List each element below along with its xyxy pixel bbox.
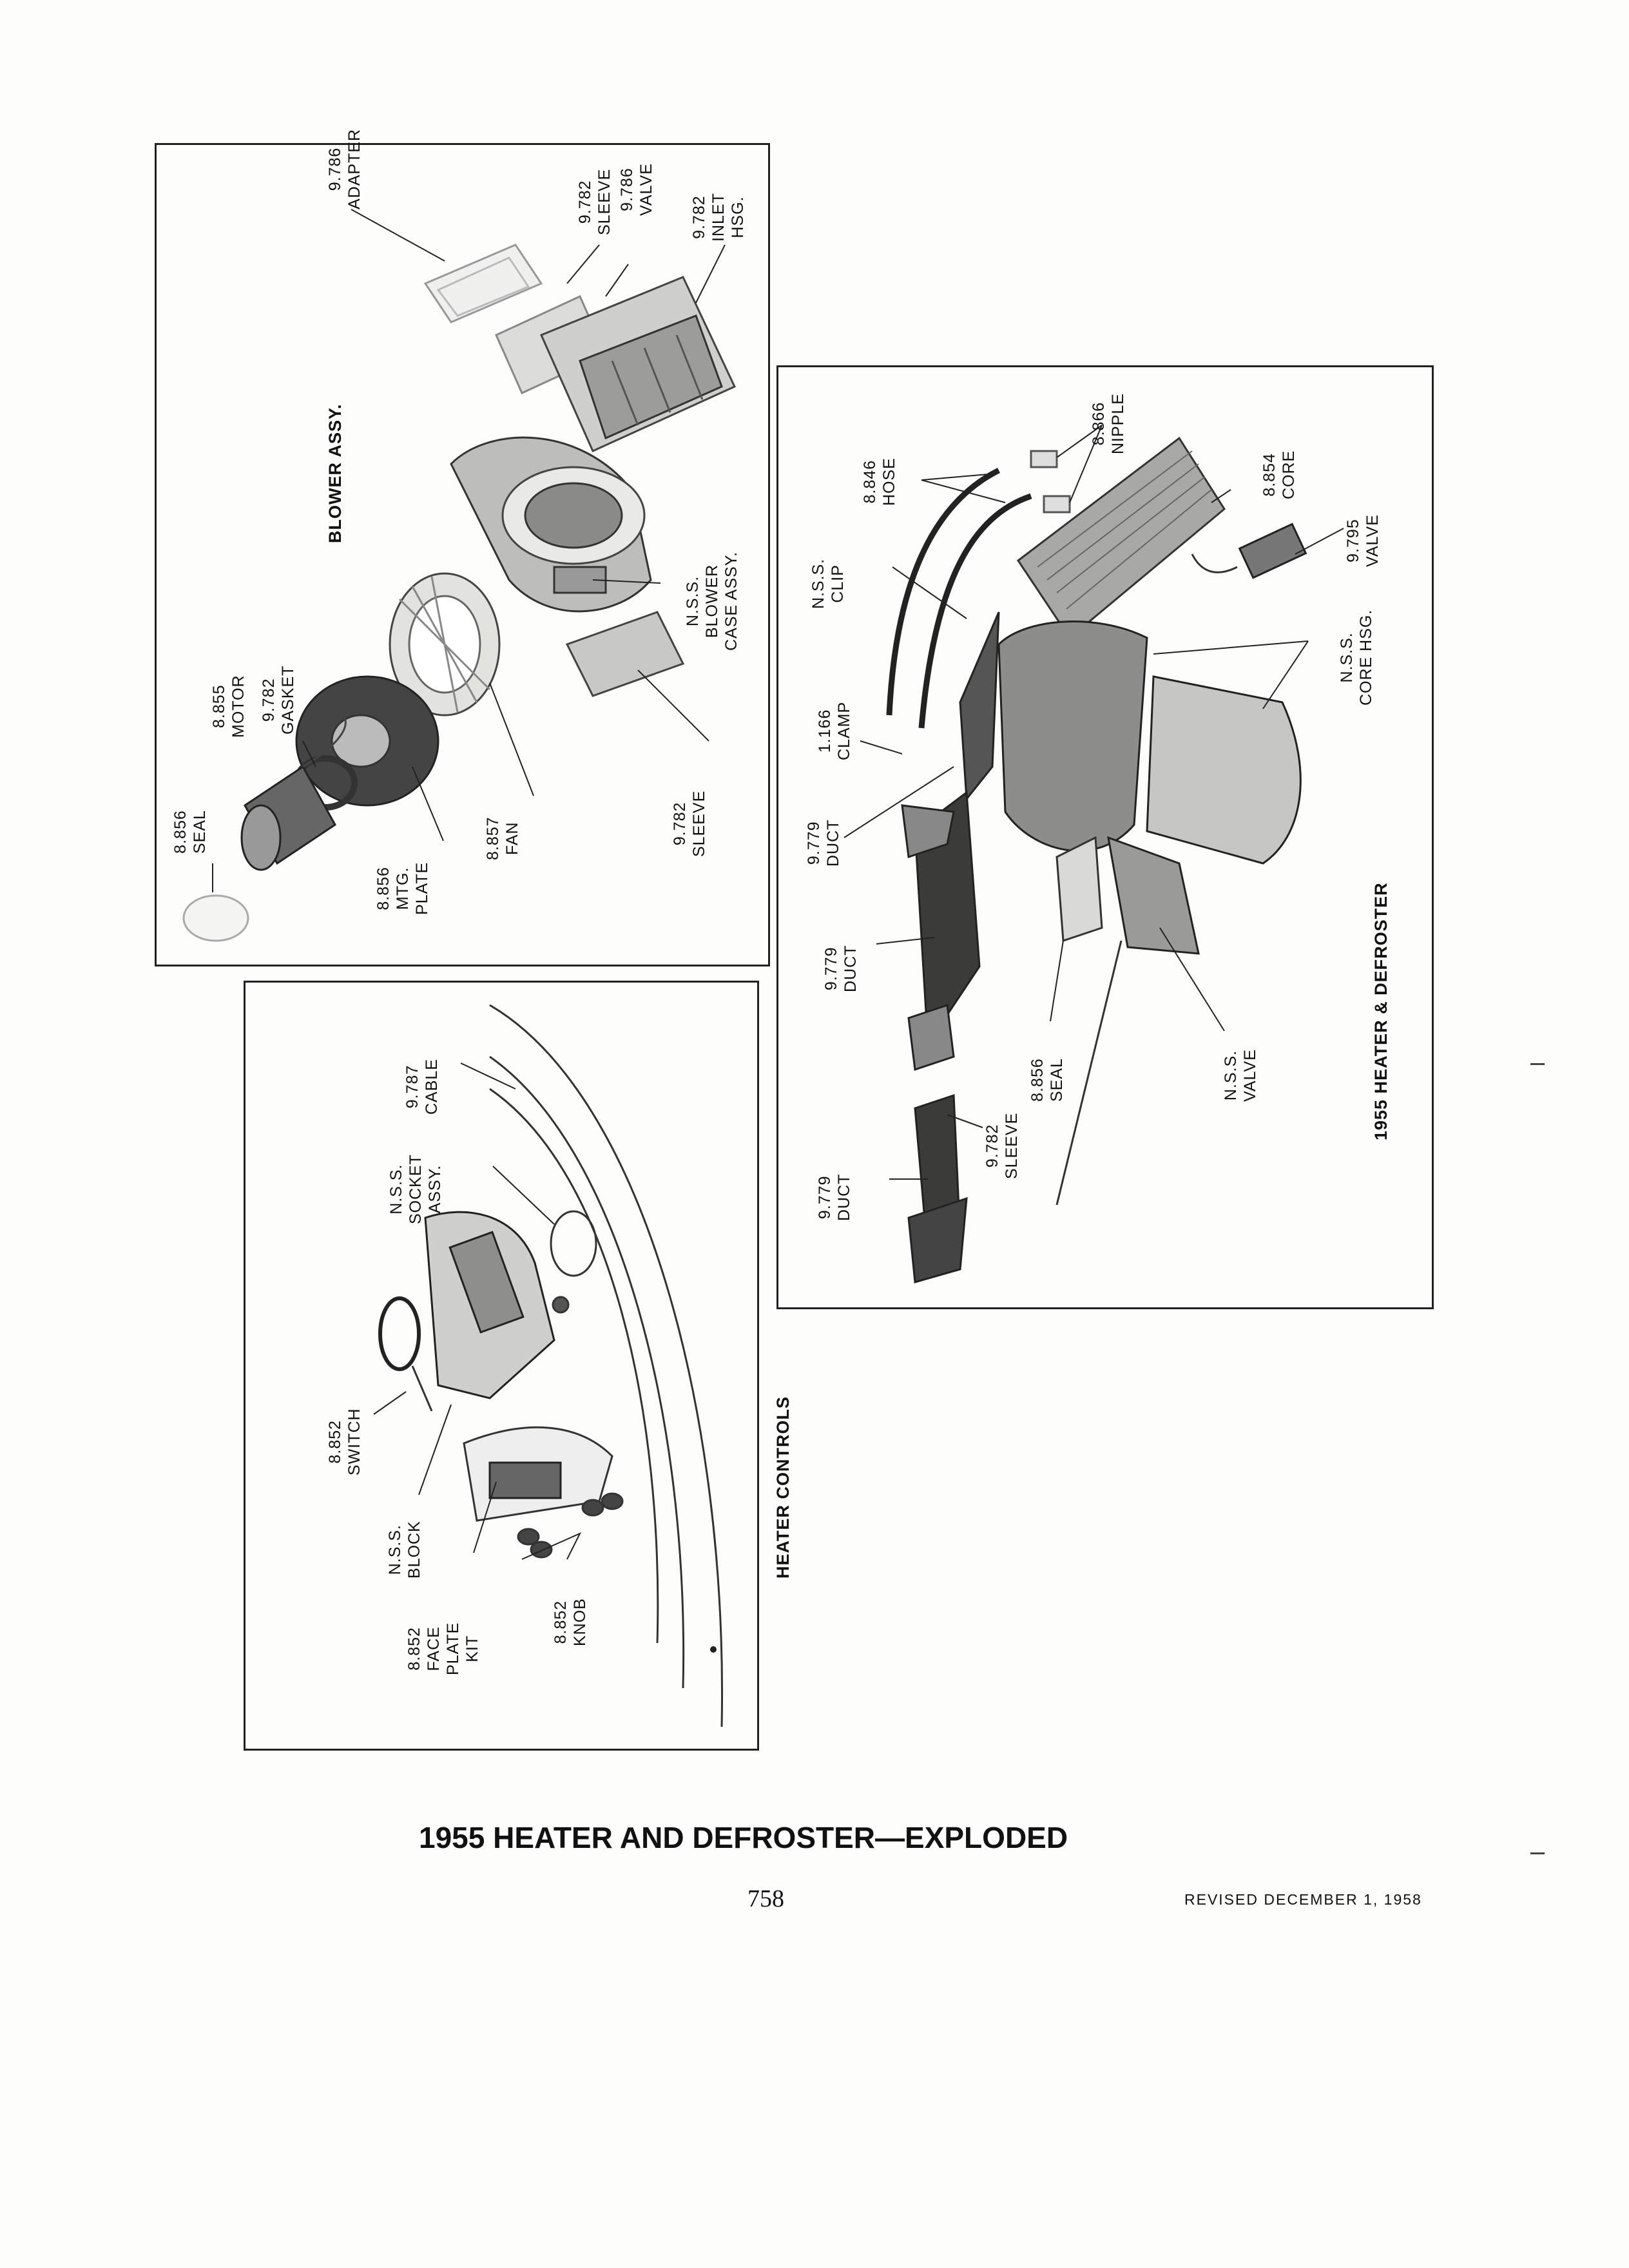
label-face-plate-kit: 8.852 FACE PLATE KIT [405,1622,481,1675]
core-housing-right-drawing [1146,675,1302,865]
label-clip: N.S.S. CLIP [809,558,847,609]
label-knob: 8.852 KNOB [552,1598,589,1646]
blower-assy-title: BLOWER ASSY. [325,403,345,543]
heater-defroster-title: 1955 HEATER & DEFROSTER [1371,882,1391,1140]
label-nss-valve: N.S.S. VALVE [1222,1049,1259,1102]
label-sleeve-heater: 9.782 SLEEVE [983,1112,1021,1179]
label-core-housing: N.S.S. CORE HSG. [1338,609,1375,706]
label-seal-blower: 8.856 SEAL [171,810,209,854]
label-inlet-housing: 9.782 INLET HSG. [690,193,747,242]
duct-upper-drawing [959,611,1000,802]
inlet-housing-drawing [540,276,737,452]
control-body-drawing [424,1211,555,1399]
label-core: 8.854 CORE [1260,450,1298,499]
core-housing-left-drawing [998,620,1148,852]
label-adapter: 9.786 ADAPTER [326,128,363,209]
heater-defroster-panel [776,365,1434,1309]
label-cable: 9.787 CABLE [403,1059,441,1115]
label-valve-blower: 9.786 VALVE [618,163,655,216]
label-sleeve-low: 9.782 SLEEVE [671,790,708,857]
label-nipple: 8.866 NIPPLE [1090,393,1127,454]
label-socket: N.S.S. SOCKET ASSY. [387,1154,444,1224]
motor-drawing [240,707,347,871]
label-duct-middle: 9.779 DUCT [822,945,860,992]
label-mounting-plate: 8.856 MTG. PLATE [374,861,431,915]
nss-valve-drawing [1055,836,1200,1206]
sleeve-low-drawing [565,611,685,697]
mounting-plate-drawing [295,675,439,807]
label-fan: 8.857 FAN [484,816,521,860]
cables-drawing [489,1004,724,1727]
revision-date: REVISED DECEMBER 1, 1958 [1184,1891,1422,1908]
nipples-drawing [1030,450,1071,514]
fan-drawing [389,572,501,716]
label-duct-lower: 9.779 DUCT [816,1173,853,1221]
switch-drawing [378,1296,433,1412]
label-seal-heater: 8.856 SEAL [1028,1058,1066,1102]
knobs-drawing [517,1492,624,1559]
label-heater-valve: 9.795 VALVE [1344,514,1382,567]
label-clamp: 1.166 CLAMP [816,701,853,760]
duct-lower-drawing [907,1003,968,1283]
seal-heater-drawing [1055,836,1103,943]
socket-drawing [550,1210,597,1314]
label-blower-case: N.S.S. BLOWER CASE ASSY. [684,551,740,651]
face-plate-drawing [463,1426,613,1522]
duct-middle-drawing [901,791,981,1047]
heater-core-drawing [1016,436,1226,640]
label-switch: 8.852 SWITCH [326,1408,363,1475]
hoses-drawing [886,467,1032,729]
label-motor: 8.855 MOTOR [210,675,247,738]
seal-drawing [182,894,249,942]
label-block: N.S.S. BLOCK [386,1521,423,1579]
margin-mark [1530,1852,1545,1854]
heater-valve-drawing [1191,523,1307,579]
blower-case-drawing [450,436,652,613]
margin-mark [1530,1063,1545,1065]
heater-controls-title: HEATER CONTROLS [773,1396,793,1579]
page-title: 1955 HEATER AND DEFROSTER—EXPLODED [419,1821,1068,1854]
blower-assy-panel [155,143,770,966]
page-number: 758 [747,1885,784,1912]
adapter-drawing [423,244,543,323]
label-gasket: 9.782 GASKET [260,665,297,735]
label-hose: 8.846 HOSE [861,457,898,506]
label-duct-upper: 9.779 DUCT [805,819,842,867]
heater-controls-panel [244,981,759,1751]
label-sleeve-top: 9.782 SLEEVE [576,168,613,235]
